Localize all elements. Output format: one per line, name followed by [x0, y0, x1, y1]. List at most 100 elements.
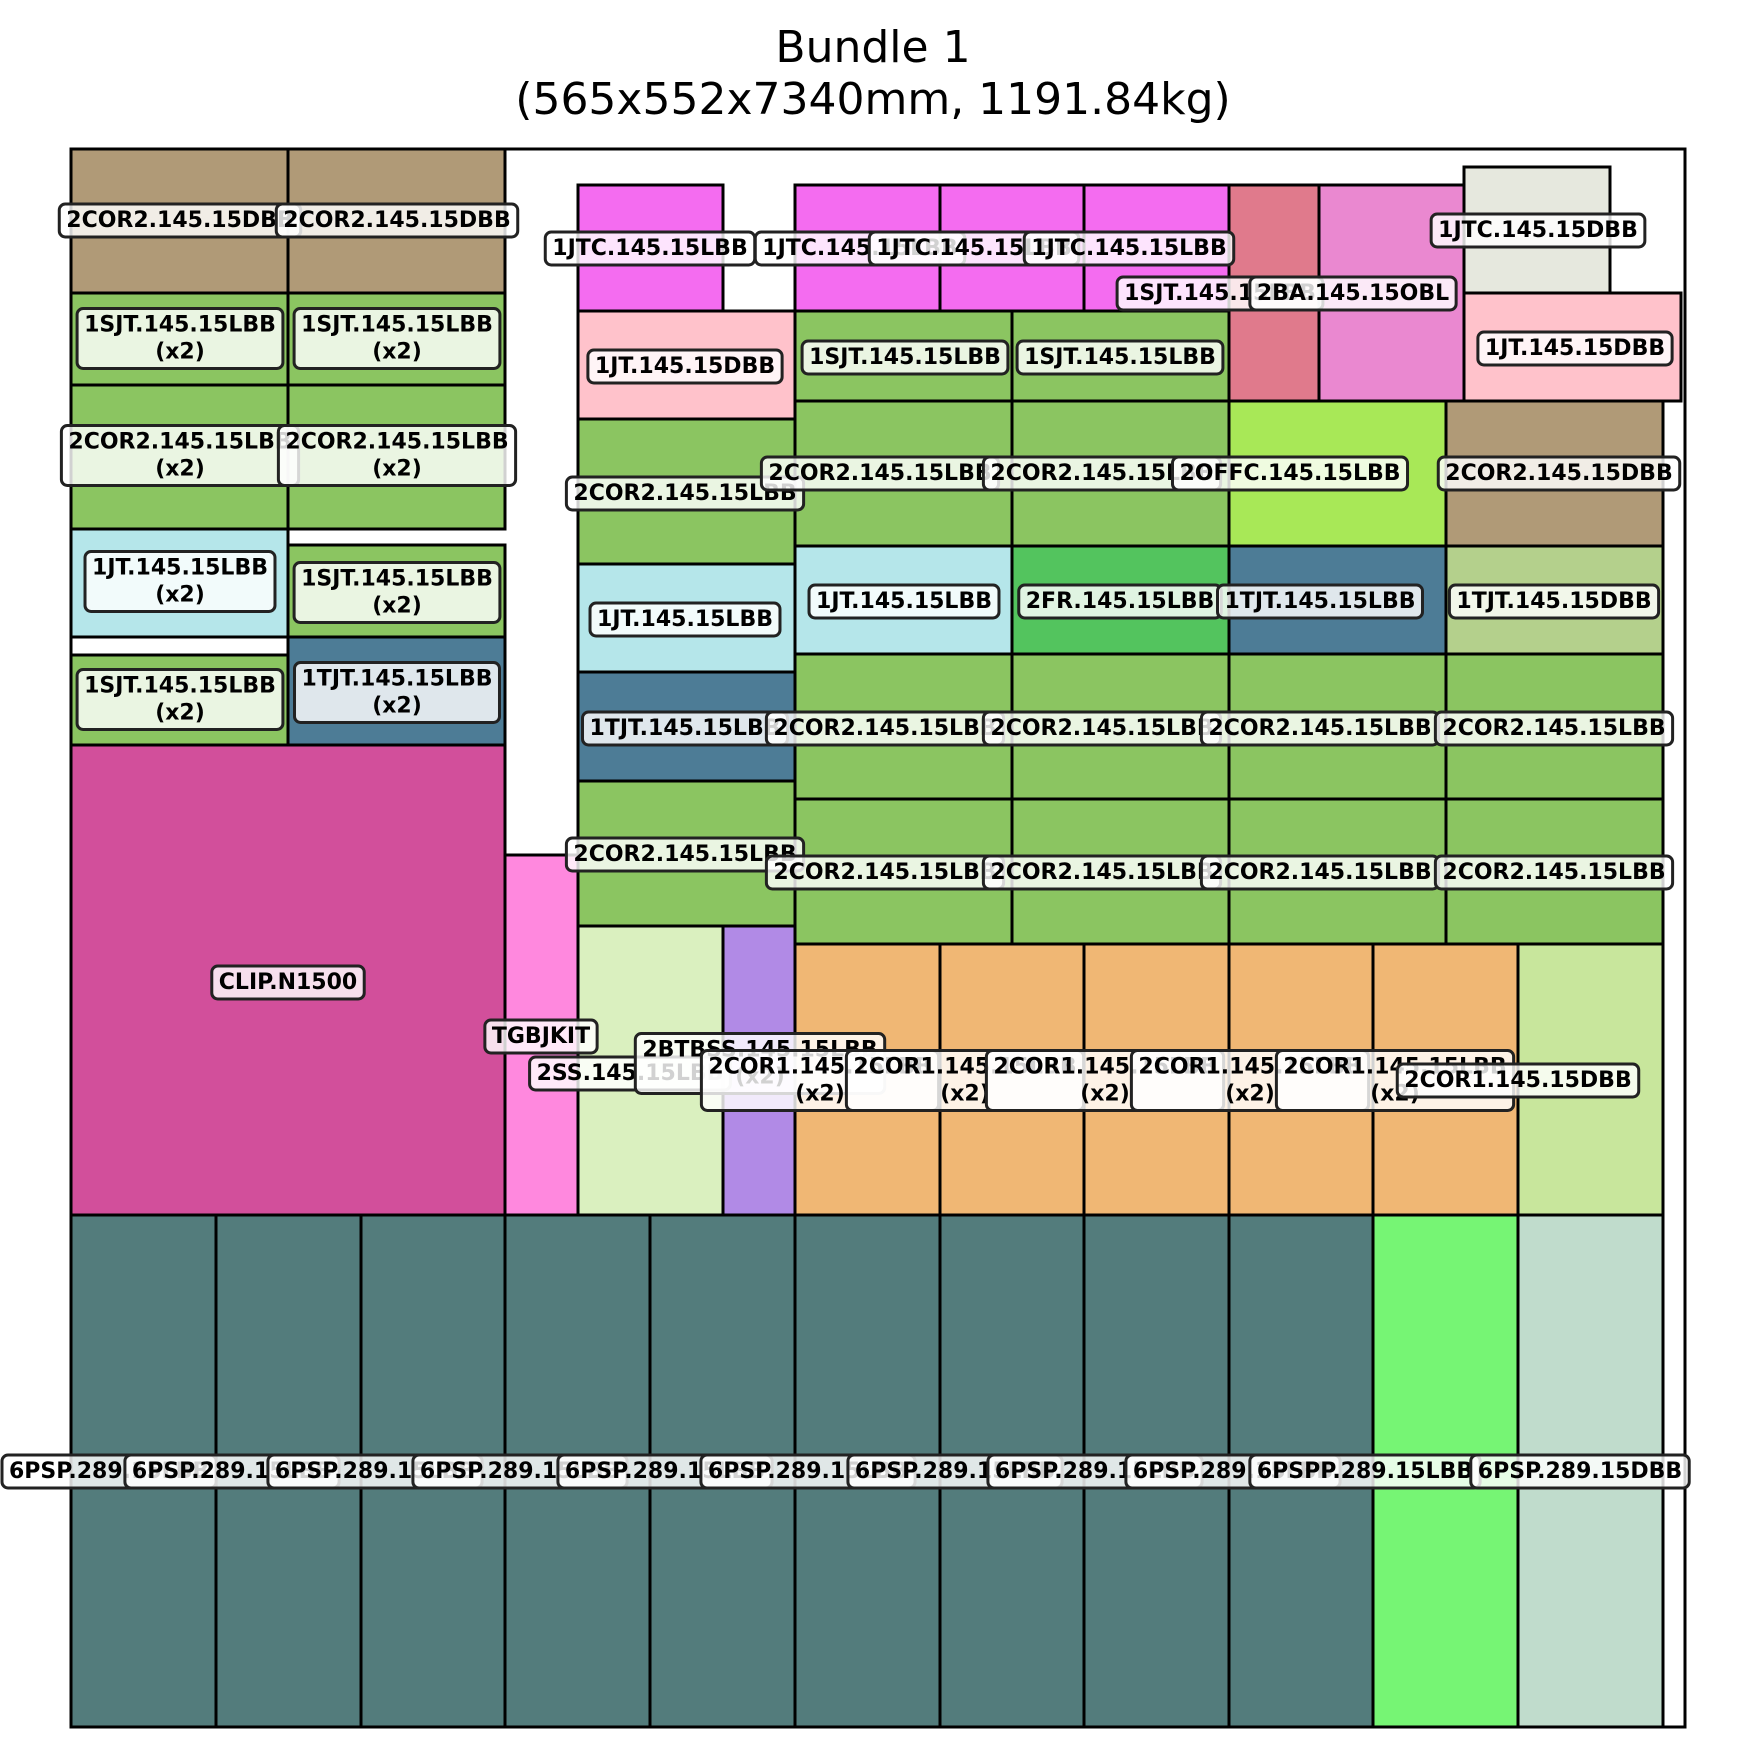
piece-label: 2COR2.145.15LBB: [981, 854, 1223, 891]
label-text: 1JTC.145.15LBB: [552, 236, 747, 261]
label-box: [586, 348, 784, 385]
label-text: 1JT.145.15DBB: [1485, 336, 1665, 361]
piece-label: TGBJKIT: [483, 1018, 599, 1055]
piece-label: 1SJT.145.15LBB(x2): [292, 307, 502, 370]
piece-label: 1JT.145.15DBB: [586, 348, 784, 385]
label-text: 1JT.145.15LBB: [597, 607, 773, 632]
piece-label: 2COR2.145.15LBB: [1433, 854, 1675, 891]
label-text: 1TJT.145.15LBB(x2): [302, 667, 493, 719]
label-text: 1JT.145.15LBB(x2): [92, 556, 268, 608]
label-text: 1SJT.145.15LBB: [809, 345, 1001, 370]
piece-label: 2BA.145.15OBL: [1248, 275, 1458, 312]
piece-label: 1SJT.145.15LBB(x2): [75, 307, 285, 370]
label-text: 1SJT.145.15LBB: [1024, 345, 1216, 370]
label-text: 6PSP.289.15DBB: [1478, 1459, 1682, 1484]
label-box: [807, 583, 1001, 620]
label-text: 2COR2.145.15LBB: [1208, 860, 1431, 885]
label-text: 2COR2.145.15DBB: [1445, 461, 1672, 486]
piece-label: 1SJT.145.15LBB(x2): [75, 668, 285, 731]
label-text: 2COR2.145.15LBB: [990, 716, 1213, 741]
piece-label: 6PSPP.289.15LBB: [1248, 1453, 1482, 1490]
piece-label: 1JTC.145.15LBB: [543, 230, 757, 267]
label-box: [1395, 1062, 1641, 1099]
piece-label: 2COR2.145.15LBB(x2): [276, 424, 518, 487]
label-text: 2COR2.145.15LBB: [768, 461, 991, 486]
label-text: 2COR2.145.15LBB: [1442, 716, 1665, 741]
label-box: [1248, 275, 1458, 312]
piece-label: 1TJT.145.15LBB(x2): [293, 661, 501, 724]
piece-label: 2COR2.145.15LBB: [759, 455, 1001, 492]
label-box: [483, 1018, 599, 1055]
label-box: [1433, 854, 1675, 891]
piece-label: 2COR2.145.15LBB: [981, 710, 1223, 747]
label-box: [1433, 710, 1675, 747]
label-box: [75, 307, 285, 370]
label-text: CLIP.N1500: [219, 970, 357, 995]
piece-label: 2FR.145.15LBB: [1017, 583, 1223, 620]
piece-label: CLIP.N1500: [210, 964, 366, 1001]
label-box: [276, 424, 518, 487]
label-box: [1447, 583, 1661, 620]
piece-label: 1TJT.145.15LBB: [1216, 583, 1424, 620]
piece-label: 2COR2.145.15LBB: [1433, 710, 1675, 747]
label-box: [292, 561, 502, 624]
label-box: [1216, 583, 1424, 620]
label-text: 2COR2.145.15LBB(x2): [68, 430, 291, 482]
piece-label: 1JT.145.15LBB: [588, 601, 782, 638]
label-box: [1429, 212, 1647, 249]
label-box: [292, 307, 502, 370]
label-text: 1JT.145.15DBB: [595, 354, 775, 379]
label-text: 1SJT.145.15LBB(x2): [301, 567, 493, 619]
pieces-layer: [69, 147, 1683, 1729]
label-box: [210, 964, 366, 1001]
label-box: [293, 661, 501, 724]
label-text: 2OFFC.145.15LBB: [1179, 461, 1400, 486]
label-text: 6PSPP.289.15LBB: [1257, 1459, 1473, 1484]
piece-label: 1TJT.145.15DBB: [1447, 583, 1661, 620]
piece-label: 2COR2.145.15DBB: [57, 202, 303, 239]
piece-label: 2OFFC.145.15LBB: [1170, 455, 1410, 492]
label-box: [1015, 339, 1225, 376]
piece-label: 2COR1.145.15DBB: [1395, 1062, 1641, 1099]
piece-label: 1JT.145.15LBB: [807, 583, 1001, 620]
label-box: [1170, 455, 1410, 492]
label-box: [75, 668, 285, 731]
label-box: [1476, 330, 1674, 367]
piece-label: 1SJT.145.15LBB(x2): [292, 561, 502, 624]
piece-label: 2COR2.145.15LBB: [1199, 854, 1441, 891]
label-box: [83, 550, 277, 613]
label-box: [274, 202, 520, 239]
label-text: 1SJT.145.15LBB(x2): [301, 313, 493, 365]
label-text: 2COR2.145.15DBB: [283, 208, 510, 233]
label-text: 1SJT.145.15LBB(x2): [84, 674, 276, 726]
label-text: 2COR2.145.15LBB: [573, 481, 796, 506]
label-text: 2COR1.145.15DBB: [1404, 1068, 1631, 1093]
label-text: 1JT.145.15LBB: [816, 589, 992, 614]
label-text: 2FR.145.15LBB: [1026, 589, 1215, 614]
piece-label: 1JTC.145.15DBB: [1429, 212, 1647, 249]
piece-label: 6PSP.289.15DBB: [1469, 1453, 1691, 1490]
label-text: 1TJT.145.15LBB: [590, 716, 781, 741]
label-text: 2COR2.145.15LBB(x2): [285, 430, 508, 482]
label-box: [564, 475, 806, 512]
piece-label: 1JTC.145.15LBB: [1022, 230, 1236, 267]
piece-label: 2COR2.145.15LBB: [564, 836, 806, 873]
label-text: 2COR2.145.15LBB: [573, 842, 796, 867]
label-box: [588, 601, 782, 638]
label-text: 1TJT.145.15LBB: [1225, 589, 1416, 614]
labels-layer: 2COR2.145.15DBB2COR2.145.15DBB1SJT.145.1…: [0, 202, 1691, 1490]
label-text: 2COR2.145.15LBB: [773, 860, 996, 885]
title-line-2: (565x552x7340mm, 1191.84kg): [515, 74, 1231, 125]
label-text: 1JTC.145.15LBB: [1031, 236, 1226, 261]
piece-label: 1TJT.145.15LBB: [581, 710, 789, 747]
piece-label: 2COR2.145.15LBB: [764, 854, 1006, 891]
piece-label: 2COR2.145.15LBB: [764, 710, 1006, 747]
label-text: 2COR2.145.15LBB: [1442, 860, 1665, 885]
label-text: 2COR2.145.15LBB: [1208, 716, 1431, 741]
piece-label: 1SJT.145.15LBB: [800, 339, 1010, 376]
label-text: 2COR2.145.15LBB: [990, 860, 1213, 885]
piece-label: 2COR2.145.15DBB: [274, 202, 520, 239]
label-box: [1469, 1453, 1691, 1490]
label-box: [1436, 455, 1682, 492]
